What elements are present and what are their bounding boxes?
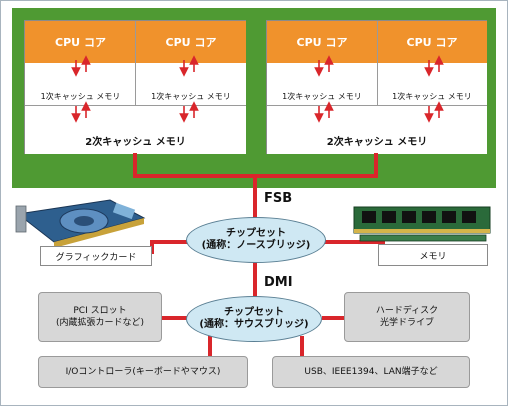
pci-line1: PCI スロット (73, 305, 127, 316)
northbridge-right-link (325, 240, 385, 244)
fsb-cpu2-drop (374, 153, 378, 176)
graphics-drop (150, 240, 154, 254)
cpu-core-2a: CPU コア (267, 21, 377, 63)
pci-slot-box: PCI スロット (内蔵拡張カードなど) (38, 292, 162, 342)
l2-cache-2: 2次キャッシュ メモリ (267, 105, 487, 154)
fsb-cpu1-drop (133, 153, 137, 176)
memory-box: メモリ (378, 244, 488, 266)
graphics-card-image (15, 199, 146, 248)
divider (377, 21, 378, 105)
northbridge-line2: (通称：ノースブリッジ) (201, 240, 311, 251)
storage-line2: 光学ドライブ (379, 318, 434, 328)
l2-cache-1: 2次キャッシュ メモリ (25, 105, 246, 154)
storage-line1: ハードディスク (375, 305, 439, 316)
cpu-core-1a: CPU コア (25, 21, 136, 63)
storage-box: ハードディスク 光学ドライブ (344, 292, 470, 342)
divider (267, 105, 487, 106)
southbridge-left-link (160, 316, 190, 320)
io-controller-box: I/Oコントローラ(キーボードやマウス) (38, 356, 248, 388)
pci-line2: (内蔵拡張カードなど) (55, 318, 145, 328)
southbridge-line1: チップセット (224, 306, 284, 318)
northbridge-chipset: チップセット (通称：ノースブリッジ) (186, 217, 326, 263)
southbridge-chipset: チップセット (通称：サウスブリッジ) (186, 296, 322, 342)
graphics-card-box: グラフィックカード (40, 246, 152, 266)
southbridge-usb-link (300, 336, 304, 358)
dmi-vertical (253, 262, 257, 302)
divider (135, 21, 136, 105)
southbridge-right-link (322, 316, 346, 320)
cpu-package-2: CPU コア CPU コア 1次キャッシュ メモリ 1次キャッシュ メモリ 2次… (266, 20, 487, 154)
fsb-label: FSB (262, 191, 295, 206)
southbridge-io-link (208, 336, 212, 358)
northbridge-left-link (150, 240, 190, 244)
fsb-vertical (253, 174, 257, 220)
northbridge-line1: チップセット (226, 227, 286, 239)
l1-cache-1b: 1次キャッシュ メモリ (136, 63, 246, 105)
cpu-core-2b: CPU コア (377, 21, 487, 63)
divider (25, 105, 246, 106)
l1-cache-1a: 1次キャッシュ メモリ (25, 63, 136, 105)
usb-ports-box: USB、IEEE1394、LAN端子など (272, 356, 470, 388)
southbridge-line2: (通称：サウスブリッジ) (199, 319, 309, 330)
dmi-label: DMI (262, 275, 295, 290)
memory-module-image (353, 206, 491, 242)
